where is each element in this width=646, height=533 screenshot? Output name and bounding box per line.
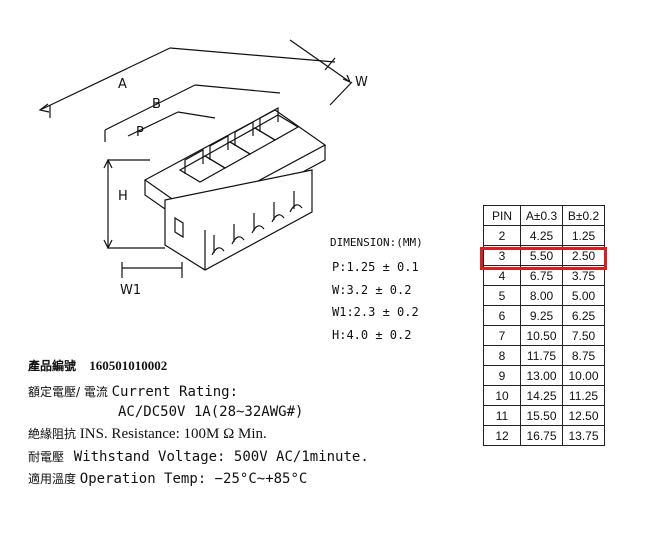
temperature-text: Operation Temp: −25°C~+85°C	[79, 471, 308, 487]
cell-pin: 7	[483, 325, 521, 346]
current-rating-row: 額定電壓/ 電流 Current Rating:	[28, 382, 238, 402]
cell-b: 13.75	[562, 425, 605, 446]
table-header-row: PIN A±0.3 B±0.2	[483, 205, 605, 226]
connector-drawing: A B P H W W1	[38, 39, 368, 298]
cell-pin: 12	[483, 425, 521, 446]
cell-a: 14.25	[520, 385, 563, 406]
cell-b: 2.50	[562, 245, 605, 266]
cell-pin: 2	[483, 225, 521, 246]
cell-b: 1.25	[562, 225, 605, 246]
cell-a: 9.25	[520, 305, 563, 326]
cell-b: 10.00	[562, 365, 605, 386]
voltage-row: 耐電壓 Withstand Voltage: 500V AC/1minute.	[28, 447, 369, 467]
cell-pin: 9	[483, 365, 521, 386]
dimension-label-a: A	[118, 77, 127, 92]
cell-b: 5.00	[562, 285, 605, 306]
insulation-text: INS. Resistance: 100M Ω Min.	[79, 426, 267, 442]
current-rating-label-cjk: 額定電壓/ 電流	[28, 385, 108, 399]
dimension-label-b: B	[152, 97, 161, 112]
cell-a: 13.00	[520, 365, 563, 386]
current-rating-label: Current Rating:	[111, 384, 239, 400]
cell-b: 12.50	[562, 405, 605, 426]
cell-b: 11.25	[562, 385, 605, 406]
cell-a: 16.75	[520, 425, 563, 446]
cell-a: 10.50	[520, 325, 563, 346]
temperature-label-cjk: 適用溫度	[28, 472, 77, 486]
insulation-row: 絶緣阻抗 INS. Resistance: 100M Ω Min.	[28, 424, 267, 444]
cell-a: 4.25	[520, 225, 563, 246]
cell-pin: 6	[483, 305, 521, 326]
cell-pin: 5	[483, 285, 521, 306]
highlighted-row-box	[480, 247, 607, 270]
header-a: A±0.3	[520, 205, 563, 226]
dimension-label-p: P	[136, 125, 144, 140]
current-rating-value-row: AC/DC50V 1A(28~32AWG#)	[118, 402, 303, 422]
header-b: B±0.2	[562, 205, 605, 226]
dimension-label-w: W	[355, 75, 368, 90]
cell-a: 11.75	[520, 345, 563, 366]
cell-pin: 8	[483, 345, 521, 366]
dimension-header: DIMENSION:(MM)	[330, 236, 423, 249]
dimension-line-p: P:1.25 ± 0.1	[332, 260, 419, 274]
cell-a: 6.75	[520, 265, 563, 286]
voltage-text: Withstand Voltage: 500V AC/1minute.	[73, 449, 369, 465]
current-rating-value: AC/DC50V 1A(28~32AWG#)	[118, 404, 304, 420]
cell-a: 8.00	[520, 285, 563, 306]
header-pin: PIN	[483, 205, 521, 226]
cell-a: 15.50	[520, 405, 563, 426]
dimension-line-w1: W1:2.3 ± 0.2	[332, 305, 419, 319]
dimension-label-w1: W1	[120, 283, 141, 298]
part-number: 160501010002	[89, 358, 168, 373]
cell-b: 8.75	[562, 345, 605, 366]
dimension-label-h: H	[118, 189, 128, 204]
dimension-line-w: W:3.2 ± 0.2	[332, 283, 412, 297]
temperature-row: 適用溫度 Operation Temp: −25°C~+85°C	[28, 469, 307, 489]
dimension-line-h: H:4.0 ± 0.2	[332, 328, 412, 342]
insulation-label-cjk: 絶緣阻抗	[28, 427, 77, 441]
part-number-row: 產品編號 160501010002	[28, 356, 167, 376]
cell-b: 7.50	[562, 325, 605, 346]
part-number-label: 產品編號	[28, 359, 77, 373]
cell-b: 6.25	[562, 305, 605, 326]
voltage-label-cjk: 耐電壓	[28, 450, 65, 464]
cell-pin: 11	[483, 405, 521, 426]
cell-pin: 10	[483, 385, 521, 406]
